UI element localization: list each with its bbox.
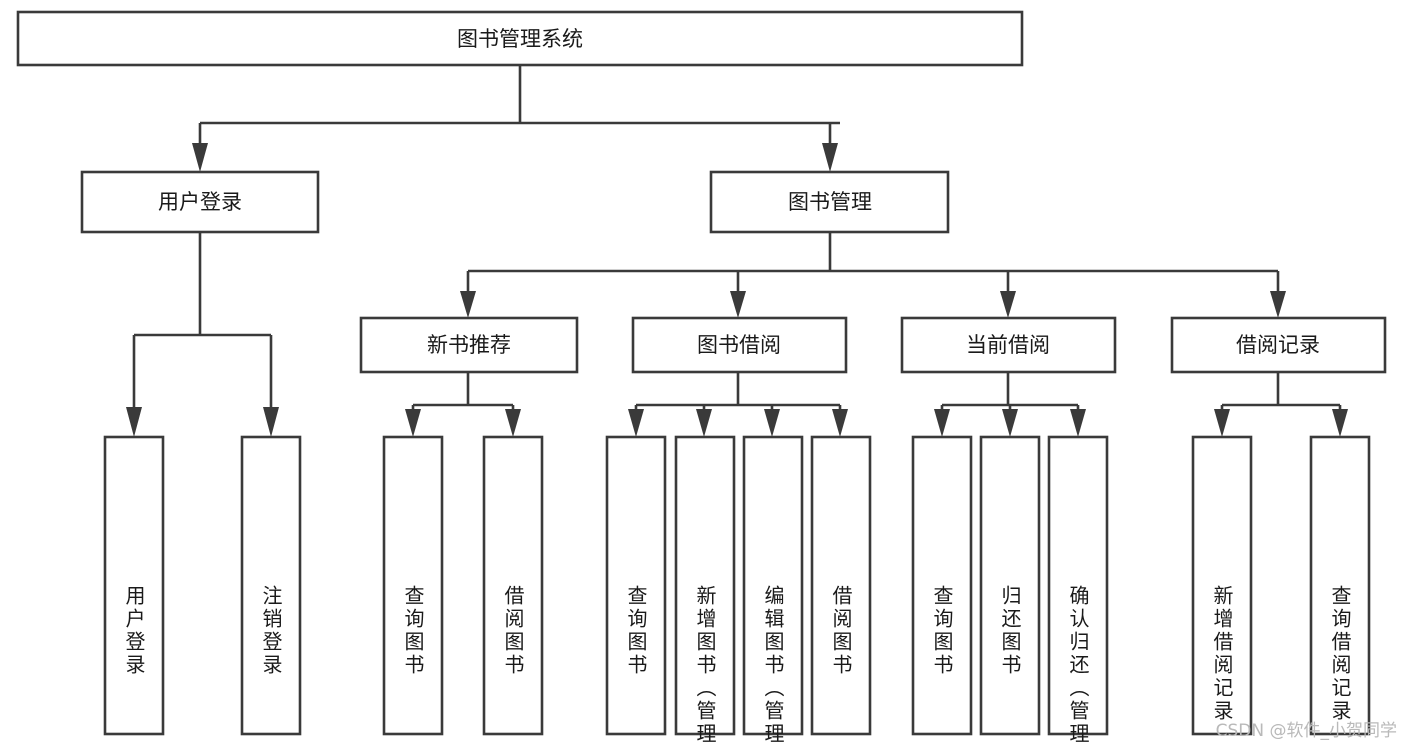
node-root-system[interactable]: 图书管理系统 [16,10,1024,67]
arrow-to-current-borrow [1000,291,1016,318]
node-borrow-record-label: 借阅记录 [1236,333,1320,357]
connector-bookborrow-to-leaves [628,372,848,437]
arrow-cb-leaf-1 [934,409,950,437]
leaf-borrow-record-query-label: 查询借阅记录 [1328,585,1352,723]
leaf-book-borrow-query[interactable]: 查询图书 [605,435,667,736]
leaf-book-borrow-edit-label: 编辑图书（管理员） [761,585,785,747]
arrow-bb-leaf-3 [764,409,780,437]
leaf-user-login-login-label: 用户登录 [122,585,146,677]
arrow-to-book-manage [822,143,838,172]
leaf-book-borrow-query-label: 查询图书 [624,585,648,677]
arrow-to-user-login [192,143,208,172]
leaf-new-book-borrow[interactable]: 借阅图书 [482,435,544,736]
arrow-cb-leaf-2 [1002,409,1018,437]
arrow-nb-leaf-1 [405,409,421,437]
node-current-borrow-label: 当前借阅 [966,333,1050,357]
node-root-label: 图书管理系统 [457,27,583,51]
arrow-br-leaf-2 [1332,409,1348,437]
arrow-cb-leaf-3 [1070,409,1086,437]
arrow-br-leaf-1 [1214,409,1230,437]
node-user-login[interactable]: 用户登录 [80,170,320,234]
arrow-to-new-book [460,291,476,318]
node-book-borrow[interactable]: 图书借阅 [631,316,848,374]
arrow-bb-leaf-1 [628,409,644,437]
connector-borrowrecord-to-leaves [1214,372,1348,437]
node-book-manage-label: 图书管理 [788,190,872,214]
leaf-new-book-borrow-label: 借阅图书 [501,585,525,677]
node-new-book-recommend[interactable]: 新书推荐 [359,316,579,374]
node-borrow-record[interactable]: 借阅记录 [1170,316,1387,374]
leaf-borrow-record-add[interactable]: 新增借阅记录 [1191,435,1253,736]
arrow-bb-leaf-4 [832,409,848,437]
node-user-login-label: 用户登录 [158,190,242,214]
node-current-borrow[interactable]: 当前借阅 [900,316,1117,374]
leaf-current-borrow-query[interactable]: 查询图书 [911,435,973,736]
leaf-new-book-query[interactable]: 查询图书 [382,435,444,736]
connector-bookmanage-to-level3 [460,232,1286,318]
arrow-to-leaf-logout [263,407,279,437]
leaf-book-borrow-add-label: 新增图书（管理员） [693,585,717,747]
leaf-new-book-query-label: 查询图书 [401,585,425,677]
leaf-current-borrow-confirm[interactable]: 确认归还（管理员） [1047,435,1109,747]
leaf-current-borrow-query-label: 查询图书 [930,585,954,677]
arrow-nb-leaf-2 [505,409,521,437]
node-book-borrow-label: 图书借阅 [697,333,781,357]
arrow-to-borrow-record [1270,291,1286,318]
leaf-current-borrow-confirm-label: 确认归还（管理员） [1066,585,1090,747]
leaf-book-borrow-borrow-label: 借阅图书 [829,585,853,677]
leaf-user-login-logout[interactable]: 注销登录 [240,435,302,736]
connector-root-to-level2 [192,65,840,172]
leaf-book-borrow-borrow[interactable]: 借阅图书 [810,435,872,736]
arrow-bb-leaf-2 [696,409,712,437]
leaf-current-borrow-return-label: 归还图书 [998,585,1022,677]
leaf-borrow-record-add-label: 新增借阅记录 [1210,585,1234,723]
leaf-book-borrow-add[interactable]: 新增图书（管理员） [674,435,736,747]
leaf-borrow-record-query[interactable]: 查询借阅记录 [1309,435,1371,736]
connector-userlogin-to-leaves [126,232,279,437]
leaf-current-borrow-return[interactable]: 归还图书 [979,435,1041,736]
node-book-manage[interactable]: 图书管理 [709,170,950,234]
arrow-to-leaf-user-login [126,407,142,437]
leaf-user-login-logout-label: 注销登录 [259,585,283,677]
node-new-book-recommend-label: 新书推荐 [427,333,511,357]
leaf-book-borrow-edit[interactable]: 编辑图书（管理员） [742,435,804,747]
arrow-to-book-borrow [730,291,746,318]
connector-currentborrow-to-leaves [934,372,1086,437]
leaf-user-login-login[interactable]: 用户登录 [103,435,165,736]
connector-newbook-to-leaves [405,372,521,437]
